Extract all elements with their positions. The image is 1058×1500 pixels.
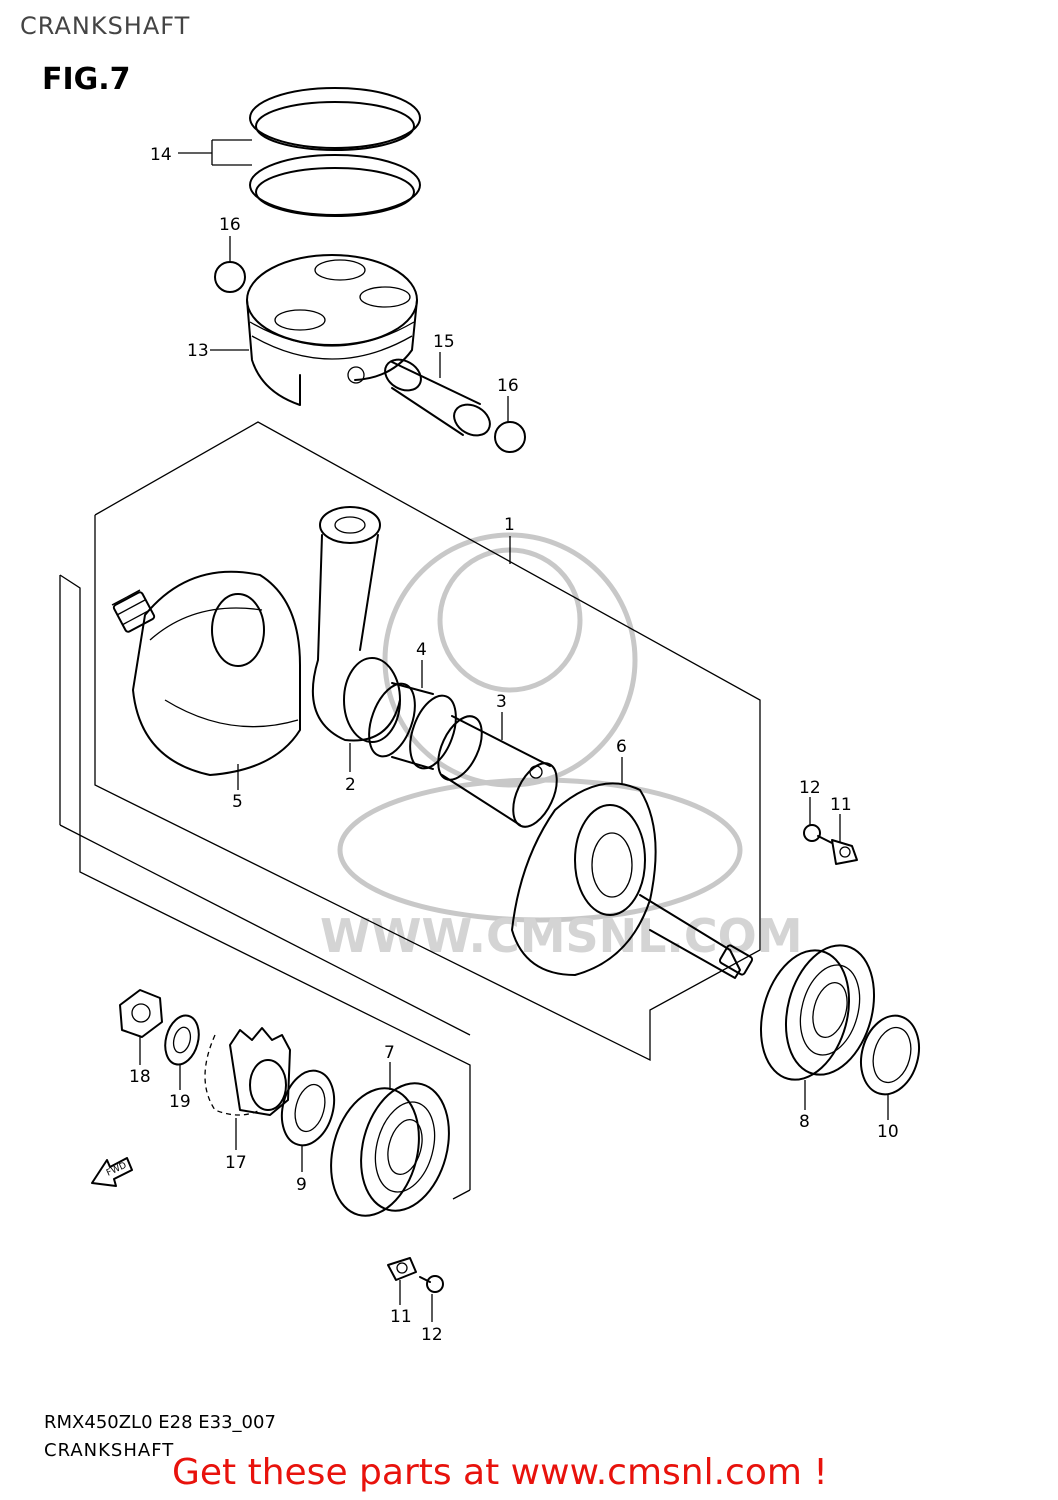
callout-14: 14 <box>150 145 172 165</box>
washer-upper-right <box>831 839 858 865</box>
callout-8: 8 <box>799 1112 810 1132</box>
washer-left <box>164 1014 200 1066</box>
callout-17: 17 <box>225 1153 247 1173</box>
callout-13: 13 <box>187 341 209 361</box>
bearing-right <box>759 944 876 1081</box>
callout-16-upper: 16 <box>219 215 241 235</box>
circlip-upper <box>214 261 246 293</box>
nut <box>119 989 163 1038</box>
oil-seal-left <box>280 1069 336 1147</box>
page-title: CRANKSHAFT <box>20 12 191 40</box>
forward-arrow-icon: FWD <box>91 1157 133 1187</box>
callout-11-lower: 11 <box>390 1307 412 1327</box>
callout-4: 4 <box>416 640 427 660</box>
callout-3: 3 <box>496 692 507 712</box>
diagram-code: RMX450ZL0 E28 E33_007 <box>44 1412 276 1433</box>
callout-16-lower: 16 <box>497 376 519 396</box>
circlip-lower <box>494 421 526 453</box>
bolt-lower <box>419 1275 444 1293</box>
figure-label: FIG.7 <box>42 62 131 97</box>
diagram-name: CRANKSHAFT <box>44 1440 175 1461</box>
watermark-logo: WWW.CMSNL.COM <box>320 532 803 963</box>
piston-rings <box>249 87 421 217</box>
crank-web-right <box>511 782 754 979</box>
needle-bearing <box>368 682 457 770</box>
callout-5: 5 <box>232 792 243 812</box>
callout-12-lower: 12 <box>421 1325 443 1345</box>
callout-11-upper: 11 <box>830 795 852 815</box>
callout-12-upper: 12 <box>799 778 821 798</box>
piston <box>246 254 418 406</box>
connecting-rod <box>311 506 401 743</box>
callout-7: 7 <box>384 1043 395 1063</box>
callout-19: 19 <box>169 1092 191 1112</box>
callout-9: 9 <box>296 1175 307 1195</box>
primary-gear <box>204 1027 291 1116</box>
callout-10: 10 <box>877 1122 899 1142</box>
callout-15: 15 <box>433 332 455 352</box>
crank-pin <box>437 715 558 828</box>
assembly-outline <box>59 421 761 1200</box>
washer-lower <box>387 1257 417 1281</box>
crank-web-left <box>111 570 301 776</box>
watermark-text: WWW.CMSNL.COM <box>320 909 803 963</box>
bolt-upper-right <box>803 824 833 844</box>
callout-2: 2 <box>345 775 356 795</box>
oil-seal-right <box>860 1014 920 1096</box>
callout-18: 18 <box>129 1067 151 1087</box>
callout-labels: 14 16 13 15 16 1 4 3 6 5 2 12 11 8 10 18… <box>129 145 899 1345</box>
bearing-left <box>330 1082 450 1217</box>
piston-pin <box>384 358 491 437</box>
leader-lines <box>139 139 889 1322</box>
callout-6: 6 <box>616 737 627 757</box>
promo-link[interactable]: Get these parts at www.cmsnl.com ! <box>172 1452 828 1493</box>
callout-1: 1 <box>504 515 515 535</box>
